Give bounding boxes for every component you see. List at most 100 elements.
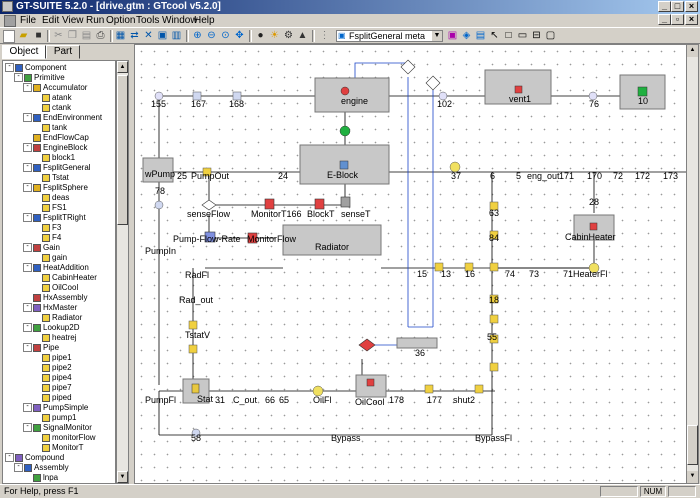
canvas-scrollbar[interactable]: ▲ ▼ [686, 44, 699, 484]
tab-part[interactable]: Part [46, 45, 80, 59]
tree-item[interactable]: heatrej [32, 333, 76, 343]
tree-item[interactable]: lnpa [23, 473, 58, 483]
signal-nodes[interactable] [201, 59, 441, 352]
tree-item[interactable]: -PumpSimple [23, 403, 88, 413]
tree-expander-icon[interactable]: - [23, 163, 32, 173]
doc-minimize-button[interactable]: _ [658, 14, 671, 25]
link-icon[interactable]: ⇄ [130, 30, 139, 41]
pointer-icon[interactable]: ↖ [490, 30, 499, 41]
tree-item[interactable]: -EndEnvironment [23, 113, 102, 123]
endcaps[interactable] [154, 91, 242, 438]
tree-item[interactable]: F4 [32, 233, 61, 243]
block-e-block[interactable]: E-Block [299, 144, 390, 185]
tree-item[interactable]: pipe4 [32, 373, 72, 383]
tree-item[interactable]: gain [32, 253, 67, 263]
tree-item[interactable]: EndFlowCap [23, 133, 89, 143]
tree-item[interactable]: -HeatAddition [23, 263, 89, 273]
tree-item[interactable]: atank [32, 93, 72, 103]
pan-icon[interactable]: ✥ [235, 30, 244, 41]
tree-expander-icon[interactable]: - [5, 63, 14, 73]
menu-edit[interactable]: Edit [42, 15, 60, 26]
block-oilcool[interactable]: OilCool [355, 374, 387, 407]
tree-item[interactable]: deas [32, 193, 69, 203]
template-icon[interactable]: ⋮ [319, 30, 330, 41]
menu-view[interactable]: View [62, 15, 84, 26]
paste-icon[interactable]: ▤ [81, 30, 92, 41]
tree-item[interactable]: block1 [32, 153, 75, 163]
junctions[interactable] [154, 91, 600, 397]
tree-item[interactable]: -Compound [5, 453, 64, 463]
open-folder-icon[interactable]: ▰ [19, 30, 28, 41]
block-36[interactable]: 36 [396, 337, 438, 358]
tree-expander-icon[interactable]: - [23, 263, 32, 273]
tree-item[interactable]: -Assembly [14, 463, 69, 473]
menu-file[interactable]: File [20, 15, 37, 26]
tree-item[interactable]: Radiator [32, 313, 82, 323]
new-file-icon[interactable] [3, 30, 15, 43]
tree-item[interactable]: -SignalMonitor [23, 423, 92, 433]
lock-icon[interactable]: ⊟ [532, 30, 541, 41]
template-select[interactable]: ▣ FsplitGeneral meta ▼ [336, 30, 443, 42]
tree-expander-icon[interactable]: - [23, 143, 32, 153]
tree-expander-icon[interactable]: - [23, 213, 32, 223]
tree-item[interactable]: F3 [32, 223, 61, 233]
block-wpump[interactable]: wPump [142, 157, 175, 183]
zoom-in-icon[interactable]: ⊕ [193, 30, 202, 41]
rect-select-icon[interactable]: □ [505, 30, 512, 41]
tree-expander-icon[interactable]: - [23, 83, 32, 93]
block-stat[interactable]: Stat [182, 378, 214, 404]
scroll-thumb[interactable] [117, 75, 128, 225]
tree-item[interactable]: -Accumulator [23, 83, 87, 93]
block-radiator[interactable]: Radiator [282, 224, 382, 256]
tree-item[interactable]: monitorFlow [32, 433, 96, 443]
document-icon[interactable] [4, 15, 16, 27]
tree-expander-icon[interactable]: - [14, 73, 23, 83]
tree-item[interactable]: -HxMaster [23, 303, 77, 313]
tree-expander-icon[interactable]: - [23, 183, 32, 193]
delete-link-icon[interactable]: ✕ [144, 30, 153, 41]
menu-option[interactable]: Option [106, 15, 136, 26]
tree-item[interactable]: pump1 [32, 413, 76, 423]
scroll-up-icon[interactable]: ▲ [117, 61, 128, 73]
doc-restore-button[interactable]: ▫ [671, 14, 684, 25]
menu-window[interactable]: Window [162, 15, 198, 26]
run-icon[interactable]: ● [257, 30, 264, 41]
part-icon[interactable]: ◈ [462, 30, 471, 41]
close-button[interactable]: × [685, 1, 698, 12]
tree-expander-icon[interactable]: - [23, 113, 32, 123]
menu-run[interactable]: Run [86, 15, 105, 26]
app-icon[interactable] [2, 1, 13, 12]
tree-item[interactable]: -EngineBlock [23, 143, 87, 153]
block-vent1[interactable]: vent1 [484, 69, 552, 105]
tree-expander-icon[interactable]: - [23, 403, 32, 413]
save-icon[interactable]: ■ [35, 30, 42, 41]
model-diagram[interactable]: engine vent1 10 E-Block CabinHeater Radi… [135, 45, 687, 484]
scroll-up-icon[interactable]: ▲ [687, 45, 698, 57]
object-icon[interactable]: ▣ [447, 30, 458, 41]
engine-link-node[interactable] [339, 125, 351, 137]
zoom-fit-icon[interactable]: ⊙ [221, 30, 230, 41]
model-canvas[interactable]: engine vent1 10 E-Block CabinHeater Radi… [134, 44, 687, 484]
doc-close-button[interactable]: × [685, 14, 698, 25]
library-icon[interactable]: ▤ [475, 30, 486, 41]
tree-expander-icon[interactable]: - [23, 343, 32, 353]
layout-icon[interactable]: ▥ [171, 30, 182, 41]
tree-item[interactable]: -Component [5, 63, 66, 73]
tree-item[interactable]: ctank [32, 103, 71, 113]
menu-help[interactable]: Help [194, 15, 215, 26]
tree-item[interactable]: piped [32, 393, 72, 403]
tree-item[interactable]: pipe2 [32, 363, 72, 373]
align-icon[interactable]: ▣ [157, 30, 168, 41]
block-10[interactable]: 10 [619, 74, 666, 110]
tree-expander-icon[interactable]: - [23, 243, 32, 253]
menu-tools[interactable]: Tools [136, 15, 160, 26]
tree-item[interactable]: -Lookup2D [23, 323, 79, 333]
bulb-icon[interactable]: ☀ [270, 30, 279, 41]
tree-item[interactable]: Tstat [32, 173, 69, 183]
block-engine[interactable]: engine [314, 77, 390, 113]
tree-item[interactable]: -FsplitGeneral [23, 163, 91, 173]
tree-item[interactable]: HxAssembly [23, 293, 87, 303]
canvas-scroll-thumb[interactable] [687, 425, 698, 465]
window-icon[interactable]: ▭ [517, 30, 528, 41]
